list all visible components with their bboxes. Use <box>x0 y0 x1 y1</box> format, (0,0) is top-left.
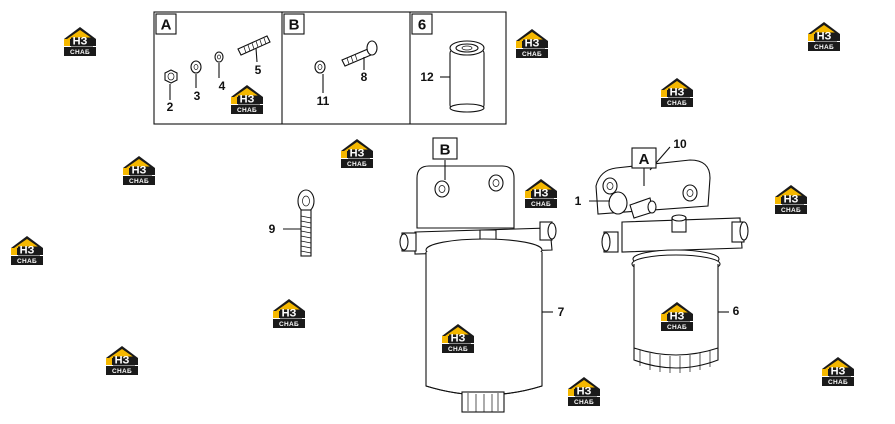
tag-a-label: A <box>639 151 650 168</box>
callout-4: 4 <box>219 79 226 93</box>
filter-assembly-6 <box>589 146 749 373</box>
watermark-text: НЗ <box>350 148 365 160</box>
watermark-subtext: СНАБ <box>279 321 299 328</box>
watermark-subtext: СНАБ <box>522 51 542 58</box>
watermark-text: НЗ <box>132 165 147 177</box>
watermark-text: НЗ <box>670 87 685 99</box>
watermark-subtext: СНАБ <box>17 258 37 265</box>
filter-assembly-7 <box>399 160 557 413</box>
watermark-text: НЗ <box>73 36 88 48</box>
inset-6-tag <box>411 13 433 35</box>
inset-6-parts <box>440 40 485 113</box>
watermark-subtext: СНАБ <box>667 100 687 107</box>
watermark-subtext: СНАБ <box>129 178 149 185</box>
callout-11: 11 <box>317 94 330 108</box>
watermark-subtext: СНАБ <box>667 324 687 331</box>
bolt-9 <box>283 189 315 257</box>
watermark-text: НЗ <box>577 386 592 398</box>
watermark-subtext: СНАБ <box>574 399 594 406</box>
watermark-subtext: СНАБ <box>112 368 132 375</box>
watermark-text: НЗ <box>831 366 846 378</box>
watermark-subtext: СНАБ <box>237 107 257 114</box>
callout-10: 10 <box>673 137 687 151</box>
callout-12: 12 <box>420 70 434 84</box>
watermark-subtext: СНАБ <box>828 379 848 386</box>
callout-8: 8 <box>361 70 368 84</box>
inset-b-tag <box>283 13 305 35</box>
callout-9: 9 <box>269 222 276 236</box>
watermark-text: НЗ <box>784 194 799 206</box>
watermark-text: НЗ <box>451 333 466 345</box>
callout-5: 5 <box>255 63 262 77</box>
watermark-text: НЗ <box>670 311 685 323</box>
inset-b-label: B <box>289 17 300 34</box>
inset-a-parts <box>164 35 271 100</box>
watermark-subtext: СНАБ <box>70 49 90 56</box>
watermark-subtext: СНАБ <box>448 346 468 353</box>
inset-a-tag <box>155 13 177 35</box>
watermark-text: НЗ <box>525 38 540 50</box>
watermark-subtext: СНАБ <box>531 201 551 208</box>
watermark-text: НЗ <box>282 308 297 320</box>
inset-a-label: A <box>161 17 172 34</box>
callout-1: 1 <box>575 194 582 208</box>
inset-b-parts <box>314 40 378 93</box>
inset-panel: A B 6 2 3 4 5 <box>153 11 507 125</box>
watermark-subtext: СНАБ <box>781 207 801 214</box>
callout-6: 6 <box>733 304 740 318</box>
watermark-text: НЗ <box>817 31 832 43</box>
watermark-text: НЗ <box>115 355 130 367</box>
callout-2: 2 <box>167 100 174 114</box>
callout-3: 3 <box>194 89 201 103</box>
watermark-text: НЗ <box>534 188 549 200</box>
inset-6-label: 6 <box>418 17 426 34</box>
tag-a-box <box>631 147 657 169</box>
watermark-subtext: СНАБ <box>814 44 834 51</box>
watermark-subtext: СНАБ <box>347 161 367 168</box>
watermark-text: НЗ <box>240 94 255 106</box>
tag-b-label: B <box>440 142 451 159</box>
watermark-text: НЗ <box>20 245 35 257</box>
tag-b-box <box>432 137 458 160</box>
callout-7: 7 <box>558 305 565 319</box>
